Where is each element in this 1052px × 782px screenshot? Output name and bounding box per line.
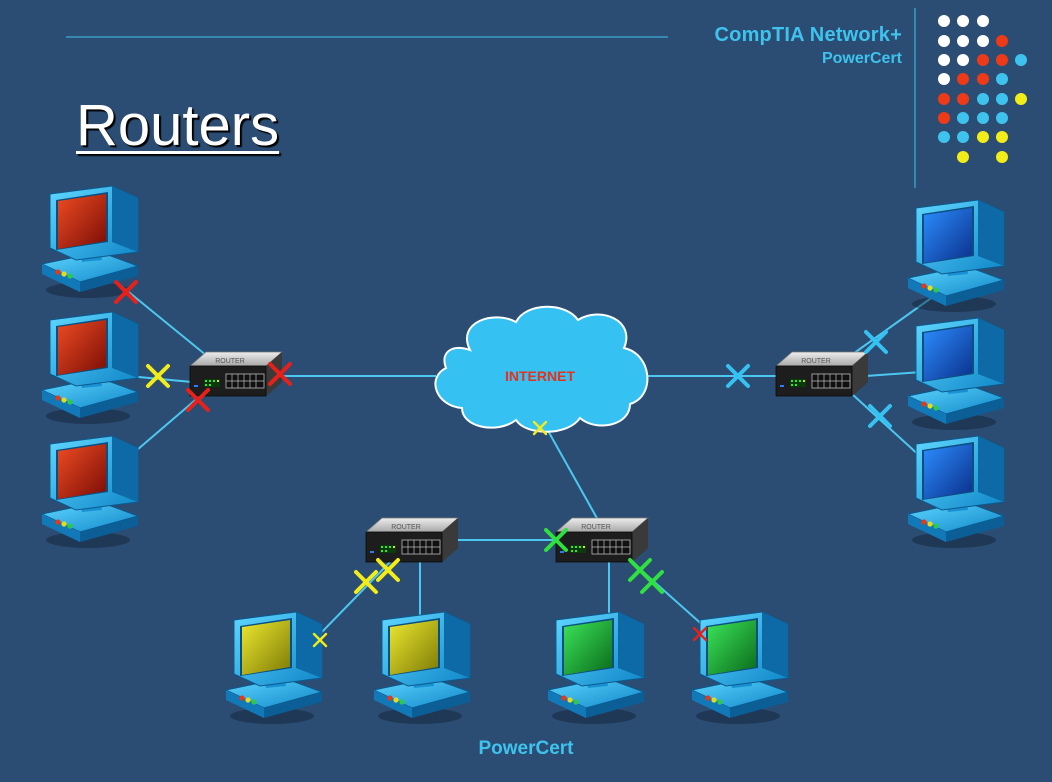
router-label: ROUTER bbox=[391, 524, 421, 531]
router-bottom-left: ROUTER bbox=[365, 517, 459, 563]
router-left: ROUTER bbox=[189, 351, 283, 397]
footer-brand: PowerCert bbox=[478, 738, 574, 759]
blue-packet-icon bbox=[868, 404, 892, 428]
computer-left-1 bbox=[41, 185, 139, 299]
brand-line-1: CompTIA Network+ bbox=[714, 24, 902, 46]
header-decoration bbox=[66, 8, 1027, 188]
yellow-packet-icon bbox=[354, 570, 378, 594]
computer-right-1 bbox=[907, 199, 1005, 313]
router-right: ROUTER bbox=[775, 351, 869, 397]
internet-cloud: INTERNET bbox=[434, 305, 649, 433]
yellow-packet-icon bbox=[146, 364, 170, 388]
computer-right-2 bbox=[907, 317, 1005, 431]
green-packet-icon bbox=[640, 570, 664, 594]
computer-right-3 bbox=[907, 435, 1005, 549]
router-label: ROUTER bbox=[581, 524, 611, 531]
slide-title: Routers bbox=[76, 93, 280, 158]
router-label: ROUTER bbox=[215, 358, 245, 365]
computer-bottom-3 bbox=[547, 611, 645, 725]
computer-bottom-4 bbox=[691, 611, 789, 725]
brand-header: CompTIA Network+ PowerCert bbox=[715, 24, 902, 68]
computer-left-3 bbox=[41, 435, 139, 549]
router-label: ROUTER bbox=[801, 358, 831, 365]
computer-bottom-1 bbox=[225, 611, 323, 725]
router-bottom-right: ROUTER bbox=[555, 517, 649, 563]
brand-line-2: PowerCert bbox=[821, 50, 902, 67]
computer-bottom-2 bbox=[373, 611, 471, 725]
dot-grid-logo bbox=[938, 15, 1027, 163]
internet-label: INTERNET bbox=[505, 368, 575, 384]
computer-left-2 bbox=[41, 311, 139, 425]
